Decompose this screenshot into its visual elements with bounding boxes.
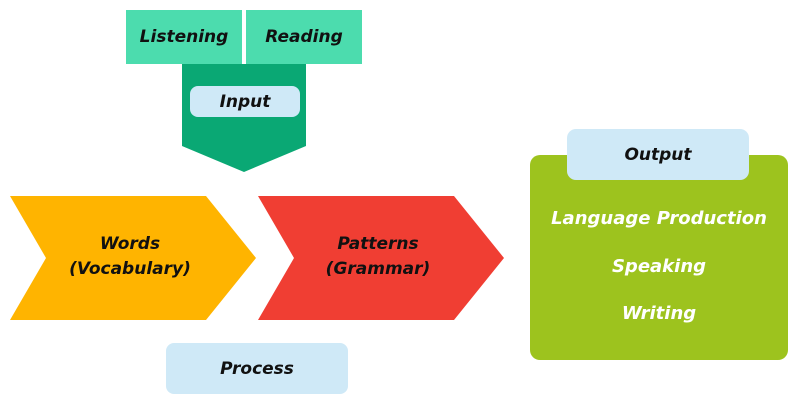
reading-box: Reading: [246, 10, 362, 64]
output-item-writing: Writing: [621, 302, 697, 324]
output-item-speaking: Speaking: [611, 255, 707, 277]
words-subtitle: (Vocabulary): [69, 259, 191, 279]
input-arrow: [182, 64, 306, 172]
input-title: Input: [190, 86, 300, 117]
patterns-label: Patterns (Grammar): [278, 226, 478, 288]
patterns-title: Patterns: [337, 234, 419, 254]
patterns-subtitle: (Grammar): [325, 259, 431, 279]
words-chevron: [10, 196, 256, 320]
patterns-chevron-shape: [258, 196, 504, 320]
input-arrow-shape: [182, 64, 306, 172]
output-panel: [530, 155, 788, 360]
process-title: Process: [166, 343, 348, 394]
reading-label: Reading: [265, 27, 343, 47]
words-chevron-shape: [10, 196, 256, 320]
patterns-chevron: [258, 196, 504, 320]
words-label: Words (Vocabulary): [30, 226, 230, 288]
output-title: Output: [567, 129, 749, 180]
words-title: Words: [99, 234, 161, 254]
output-item-language-production: Language Production: [551, 207, 767, 229]
listening-label: Listening: [139, 27, 229, 47]
listening-box: Listening: [126, 10, 242, 64]
